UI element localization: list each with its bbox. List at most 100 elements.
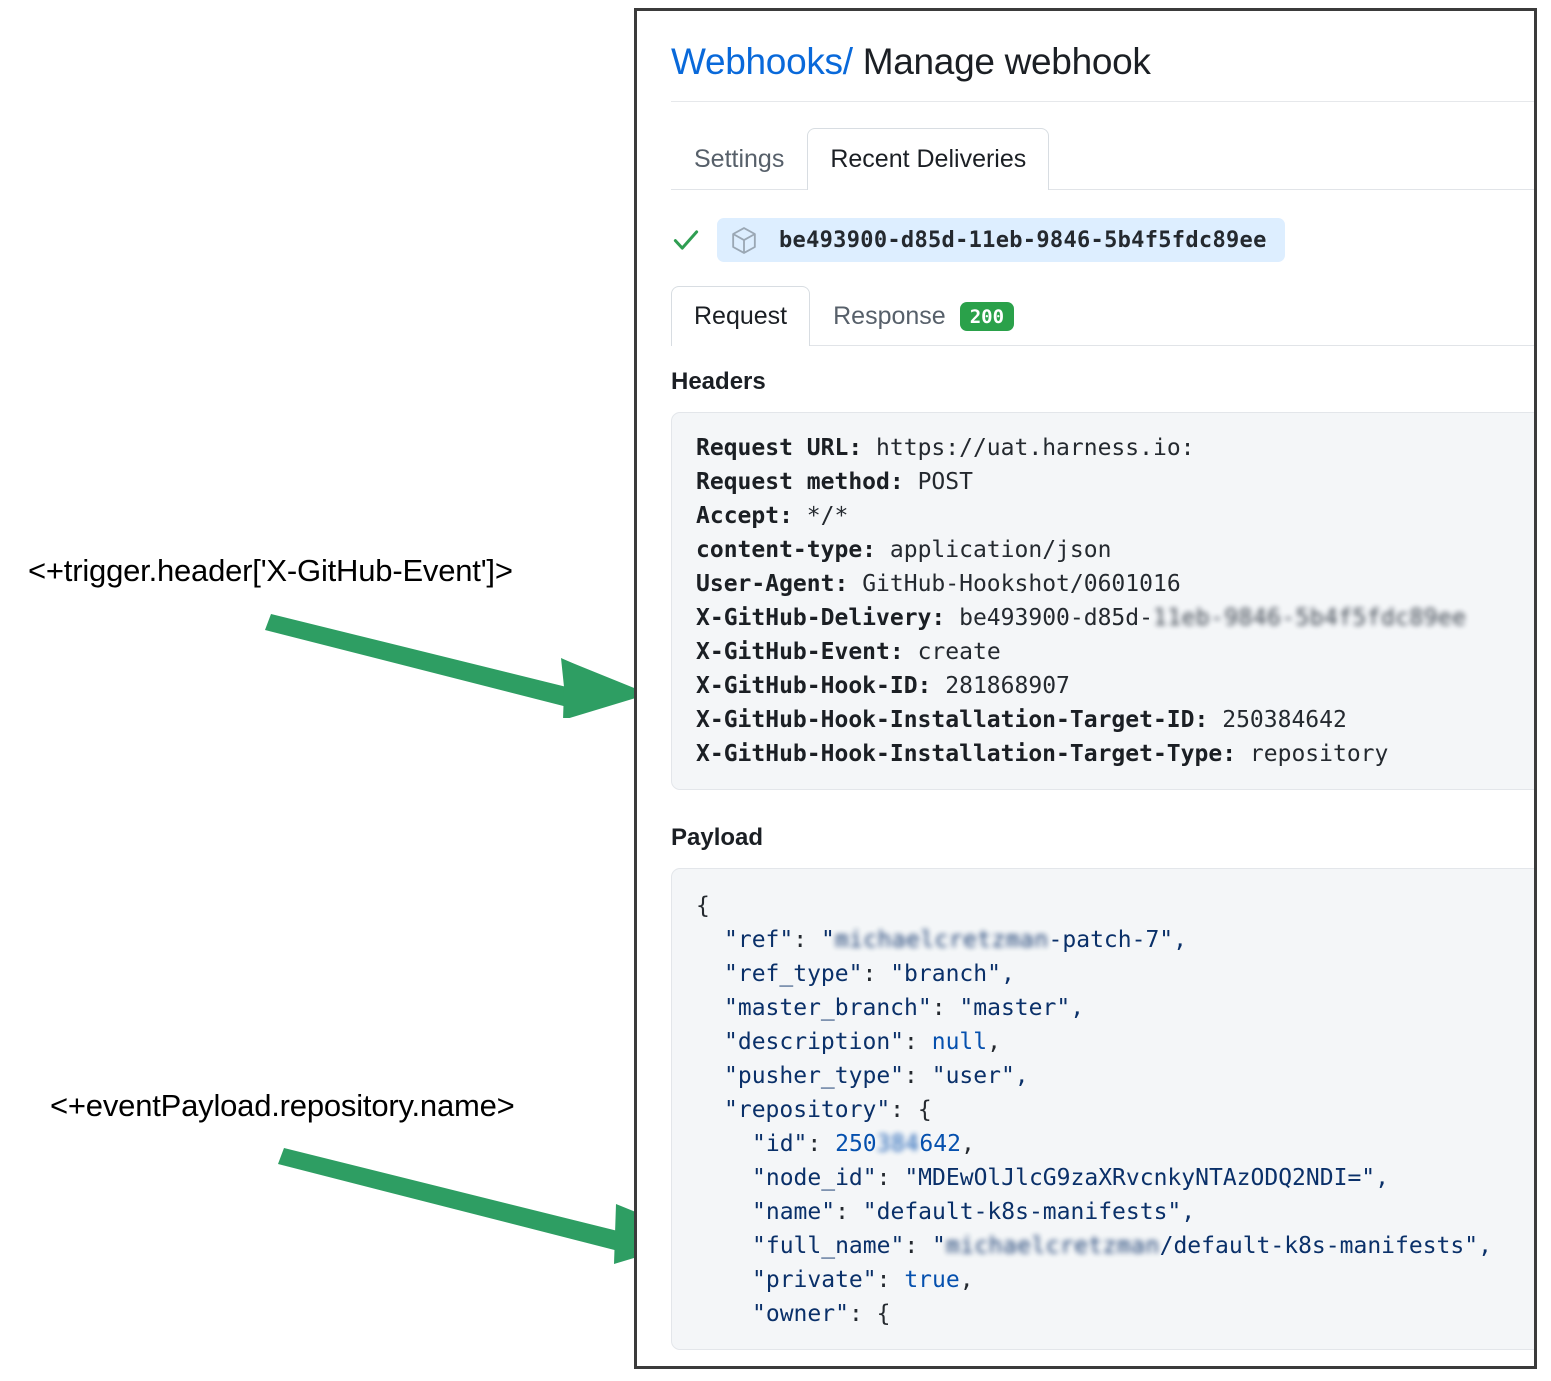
webhook-panel-content: Webhooks/ Manage webhook Settings Recent … (637, 11, 1534, 1366)
payload-code-box: { "ref": "michaelcretzman-patch-7", "ref… (671, 868, 1534, 1350)
breadcrumb-webhooks-link[interactable]: Webhooks (671, 41, 843, 82)
json-key: "ref_type" (724, 961, 863, 987)
header-row: User-Agent: GitHub-Hookshot/0601016 (696, 567, 1534, 601)
json-line: "ref": "michaelcretzman-patch-7", (696, 923, 1534, 957)
header-row: X-GitHub-Hook-ID: 281868907 (696, 669, 1534, 703)
webhook-tabs: Settings Recent Deliveries (671, 128, 1534, 191)
webhook-panel: Webhooks/ Manage webhook Settings Recent … (634, 8, 1537, 1369)
json-punc: , (959, 1267, 974, 1293)
json-value: "MDEwOlJlcG9zaXRvcnkyNTAzODQ2NDI=", (904, 1165, 1389, 1191)
json-line: "id": 250384642, (696, 1127, 1534, 1161)
json-line: "description": null, (724, 1029, 1001, 1055)
json-value: "branch", (890, 961, 1015, 987)
cube-icon (732, 226, 756, 254)
header-row: X-GitHub-Delivery: be493900-d85d-11eb-98… (696, 601, 1534, 635)
redacted-username: michaelcretzman (945, 1233, 1160, 1259)
json-line: "repository": { (724, 1097, 932, 1123)
header-key: User-Agent: (696, 571, 849, 597)
json-key: "description" (724, 1029, 905, 1055)
tab-recent-deliveries[interactable]: Recent Deliveries (807, 128, 1050, 191)
json-key: "full_name" (752, 1233, 905, 1259)
header-key: X-GitHub-Event: (696, 639, 904, 665)
check-icon (673, 230, 699, 250)
tab-response-label: Response (833, 302, 946, 330)
json-value: "user", (931, 1063, 1029, 1089)
header-value: 250384642 (1222, 707, 1347, 733)
header-value: repository (1249, 741, 1389, 767)
json-key: "master_branch" (724, 995, 932, 1021)
json-line: "ref_type": "branch", (724, 961, 1015, 987)
header-value: 281868907 (945, 673, 1070, 699)
header-value: application/json (889, 537, 1112, 563)
header-row: Request URL: https://uat.harness.io: (696, 431, 1534, 465)
headers-heading: Headers (671, 368, 766, 395)
redacted-delivery-id: 11eb-9846-5b4f5fdc89ee (1152, 605, 1467, 631)
json-key: "owner" (752, 1301, 849, 1327)
delivery-id-pill[interactable]: be493900-d85d-11eb-9846-5b4f5fdc89ee (717, 218, 1285, 262)
header-key: Request URL: (696, 435, 863, 461)
header-annotation-arrow (265, 614, 649, 718)
json-key: "ref" (724, 927, 794, 953)
delivery-detail-tabs: Request Response 200 (671, 286, 1534, 347)
json-line: "private": true, (752, 1267, 974, 1293)
json-number: 250 (835, 1131, 877, 1157)
json-literal: null (931, 1029, 988, 1055)
page-title: Webhooks/ Manage webhook (671, 11, 1534, 83)
tab-response[interactable]: Response 200 (810, 286, 1037, 346)
json-brace: { (696, 893, 710, 919)
header-row: X-GitHub-Hook-Installation-Target-Type: … (696, 737, 1534, 771)
json-line: "full_name": "michaelcretzman/default-k8… (696, 1229, 1534, 1263)
json-line: "pusher_type": "user", (724, 1063, 1029, 1089)
header-key: Accept: (696, 503, 793, 529)
payload-heading: Payload (671, 824, 764, 851)
json-punc: , (960, 1131, 975, 1157)
json-key: "id" (752, 1131, 808, 1157)
header-value: be493900-d85d- (959, 605, 1153, 631)
json-value: "master", (959, 995, 1085, 1021)
json-value: -patch-7", (1048, 927, 1188, 953)
json-line: "name": "default-k8s-manifests", (752, 1199, 1196, 1225)
json-value: /default-k8s-manifests", (1159, 1233, 1492, 1259)
json-quote: " (820, 927, 835, 953)
json-line: "owner": { (752, 1301, 891, 1327)
delivery-row: be493900-d85d-11eb-9846-5b4f5fdc89ee (671, 216, 1534, 264)
header-value: GitHub-Hookshot/0601016 (862, 571, 1181, 597)
header-row: X-GitHub-Hook-Installation-Target-ID: 25… (696, 703, 1534, 737)
payload-expression-annotation: <+eventPayload.repository.name> (50, 1088, 515, 1123)
json-line: "node_id": "MDEwOlJlcG9zaXRvcnkyNTAzODQ2… (752, 1165, 1389, 1191)
delivery-id-text: be493900-d85d-11eb-9846-5b4f5fdc89ee (779, 227, 1267, 253)
header-row: content-type: application/json (696, 533, 1534, 567)
header-key: X-GitHub-Delivery: (696, 605, 946, 631)
tab-request[interactable]: Request (671, 286, 811, 347)
header-value: create (917, 639, 1001, 665)
header-key: X-GitHub-Hook-ID: (696, 673, 932, 699)
status-badge: 200 (959, 302, 1015, 331)
json-key: "node_id" (752, 1165, 877, 1191)
redacted-username: michaelcretzman (834, 927, 1049, 953)
header-row: Request method: POST (696, 465, 1534, 499)
header-value: */* (806, 503, 849, 529)
json-line: { (696, 889, 1534, 923)
header-expression-annotation: <+trigger.header['X-GitHub-Event']> (28, 553, 513, 588)
json-key: "name" (752, 1199, 836, 1225)
header-value: https://uat.harness.io: (876, 435, 1195, 461)
header-key: X-GitHub-Hook-Installation-Target-ID: (696, 707, 1209, 733)
json-brace: { (917, 1097, 932, 1123)
header-key: X-GitHub-Hook-Installation-Target-Type: (696, 741, 1237, 767)
json-key: "private" (752, 1267, 877, 1293)
json-key: "repository" (724, 1097, 891, 1123)
tab-settings[interactable]: Settings (694, 145, 785, 173)
redacted-repo-id: 384 (876, 1131, 920, 1157)
json-punc: , (987, 1029, 1001, 1055)
breadcrumb-current: Manage webhook (862, 41, 1151, 82)
header-key: content-type: (696, 537, 877, 563)
json-brace: { (876, 1301, 891, 1327)
header-row: X-GitHub-Event: create (696, 635, 1534, 669)
header-key: Request method: (696, 469, 904, 495)
json-number: 642 (919, 1131, 961, 1157)
json-literal: true (904, 1267, 960, 1293)
header-row: Accept: */* (696, 499, 1534, 533)
headers-code-box: Request URL: https://uat.harness.io: Req… (671, 412, 1534, 790)
header-value: POST (917, 469, 973, 495)
json-line: "master_branch": "master", (724, 995, 1085, 1021)
